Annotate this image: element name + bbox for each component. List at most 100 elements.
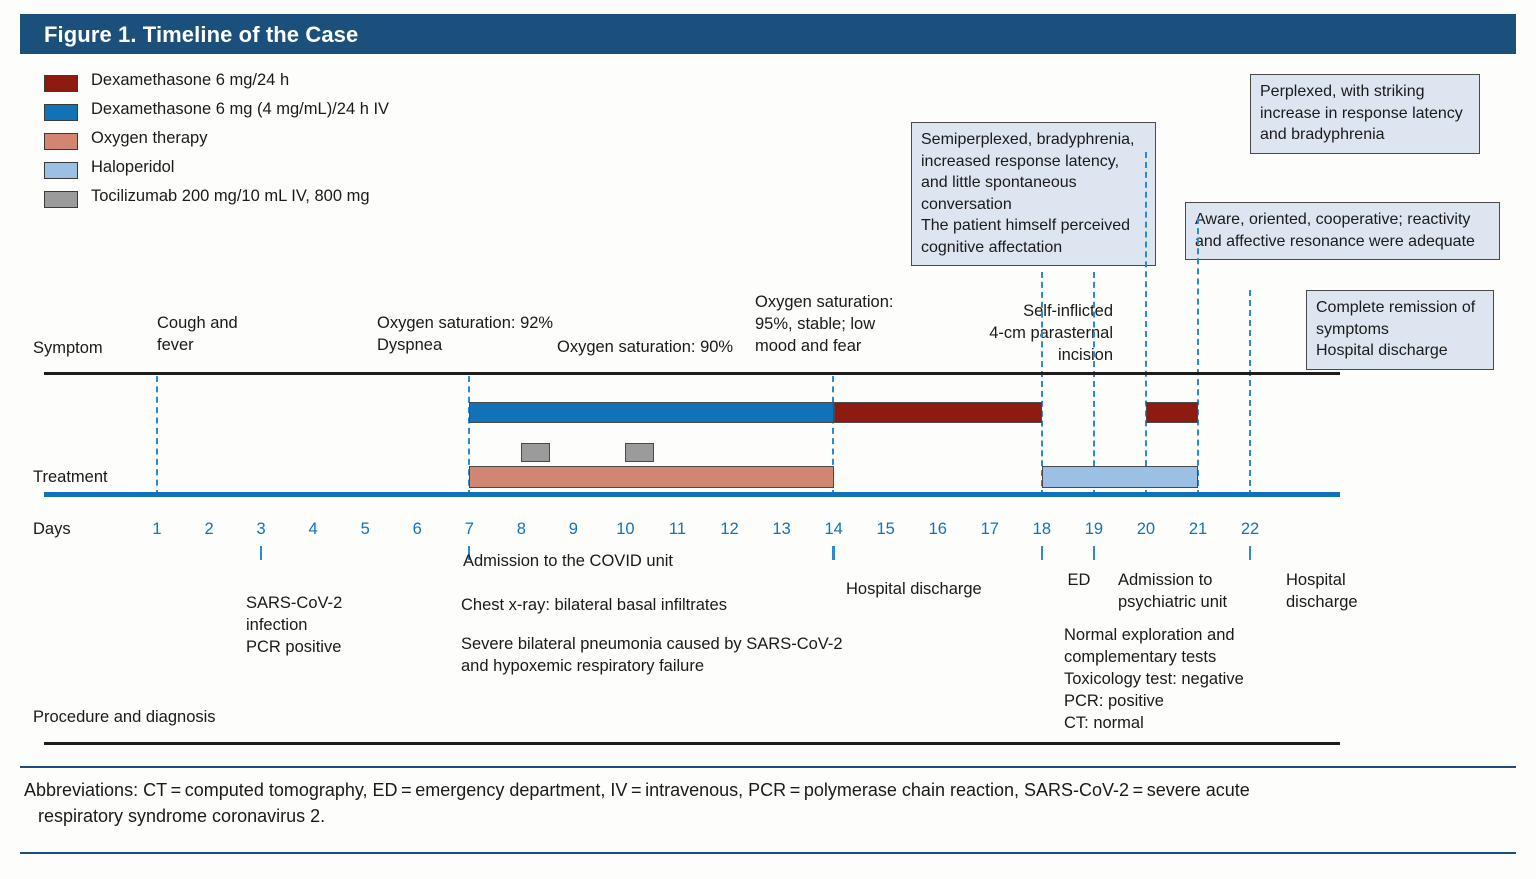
proc-chest-xray-line-1: Chest x-ray: bilateral basal infiltrates [461, 596, 727, 614]
symptom-label-day-14-line-1: Oxygen saturation: [755, 293, 894, 311]
proc-hospital-discharge-2: Hospital discharge [1286, 569, 1416, 613]
day-label-2: 2 [204, 520, 214, 538]
day-label-12: 12 [720, 520, 739, 538]
bar-oxygen-therapy [469, 466, 834, 488]
day-label-10: 10 [616, 520, 635, 538]
footnote: Abbreviations: CT = computed tomography,… [24, 777, 1504, 829]
footnote-line-1: Abbreviations: CT = computed tomography,… [24, 780, 1250, 800]
symptom-label-day-1: Cough and fever [157, 312, 307, 356]
page-title: Figure 1. Timeline of the Case [44, 22, 359, 47]
legend-label-dexamethasone-iv: Dexamethasone 6 mg (4 mg/mL)/24 h IV [91, 100, 390, 118]
bar-tocilizumab-2 [625, 443, 655, 462]
day-label-4: 4 [308, 520, 318, 538]
note-aware-oriented: Aware, oriented, cooperative; reactivity… [1185, 202, 1500, 260]
day-label-22: 22 [1240, 520, 1260, 538]
footer-divider-top [20, 766, 1516, 768]
day-tick-19 [1092, 546, 1096, 560]
note-semiperplexed-line-2: increased response latency, [921, 152, 1120, 170]
bar-haloperidol [1041, 466, 1198, 488]
proc-pneumonia-line-1: Severe bilateral pneumonia caused by SAR… [461, 635, 843, 653]
bar-dexamethasone-oral-1 [833, 402, 1042, 423]
bar-tocilizumab-1 [521, 443, 550, 462]
proc-tests: Normal exploration and complementary test… [1064, 624, 1314, 734]
symptom-label-day-1-line-1: Cough and [157, 314, 238, 332]
day-label-5: 5 [360, 520, 370, 538]
dashed-line-day-20 [1144, 152, 1147, 496]
day-label-1: 1 [152, 520, 162, 538]
footer-divider-bottom [20, 852, 1516, 854]
proc-hospital-discharge-1: Hospital discharge [846, 578, 1066, 600]
day-tick-22 [1248, 546, 1252, 560]
note-semiperplexed: Semiperplexed, bradyphrenia, increased re… [911, 122, 1156, 266]
legend-swatch-tocilizumab [44, 191, 78, 208]
day-label-6: 6 [412, 520, 422, 538]
proc-ed: ED [1046, 569, 1112, 591]
day-tick-7 [468, 546, 471, 560]
note-semiperplexed-line-5: The patient himself perceived [921, 217, 1130, 234]
proc-hospital-discharge-2-line-1: Hospital [1286, 571, 1346, 589]
symptom-label-day-11: Oxygen saturation: 90% [557, 336, 747, 358]
bar-dexamethasone-oral-2 [1145, 402, 1198, 423]
note-perplexed-line-3: and bradyphrenia [1260, 126, 1385, 143]
day-tick-18 [1040, 546, 1044, 560]
note-complete-remission-line-3: Hospital discharge [1316, 342, 1448, 359]
day-label-3: 3 [256, 520, 266, 538]
proc-admission-covid: Admission to the COVID unit [463, 550, 863, 572]
day-label-19: 19 [1084, 520, 1104, 538]
proc-ed-line-1: ED [1067, 571, 1091, 589]
legend-label-dexamethasone-oral: Dexamethasone 6 mg/24 h [91, 71, 290, 89]
note-perplexed-line-2: increase in response latency [1260, 104, 1463, 122]
day-label-8: 8 [516, 520, 526, 538]
day-tick-3 [259, 546, 263, 560]
dashed-line-day-22 [1248, 290, 1251, 496]
row-label-days: Days [33, 520, 71, 538]
legend-label-haloperidol: Haloperidol [91, 158, 175, 176]
legend-label-tocilizumab: Tocilizumab 200 mg/10 mL IV, 800 mg [91, 187, 370, 205]
legend-swatch-oxygen-therapy [44, 133, 78, 150]
proc-chest-xray: Chest x-ray: bilateral basal infiltrates [461, 594, 891, 616]
note-perplexed-line-1: Perplexed, with striking [1260, 83, 1425, 100]
dashed-line-day-1 [155, 376, 158, 496]
procedure-axis-line [44, 742, 1340, 746]
note-aware-oriented-line-2: and affective resonance were adequate [1195, 232, 1475, 250]
day-label-13: 13 [772, 520, 791, 538]
legend-swatch-haloperidol [44, 162, 78, 179]
day-label-16: 16 [928, 520, 947, 538]
proc-tests-line-5: CT: normal [1064, 714, 1144, 732]
row-label-symptom: Symptom [33, 339, 103, 357]
proc-admission-psych-line-2: psychiatric unit [1118, 593, 1228, 611]
symptom-label-day-7-line-2: Dyspnea [377, 336, 443, 354]
proc-hospital-discharge-1-line-1: Hospital discharge [846, 580, 982, 598]
proc-tests-line-4: PCR: positive [1064, 692, 1164, 710]
symptom-label-day-18-line-3: incision [1057, 346, 1113, 364]
proc-tests-line-1: Normal exploration and [1064, 626, 1235, 644]
row-label-procedure: Procedure and diagnosis [33, 708, 216, 726]
proc-sars-cov-2-line-3: PCR positive [246, 638, 342, 656]
note-semiperplexed-line-1: Semiperplexed, bradyphrenia, [921, 131, 1135, 148]
legend-label-oxygen-therapy: Oxygen therapy [91, 129, 208, 147]
note-semiperplexed-line-6: cognitive affectation [921, 238, 1063, 256]
day-label-9: 9 [568, 520, 578, 538]
figure-header-bar: Figure 1. Timeline of the Case [20, 14, 1516, 54]
symptom-label-day-14-line-2: 95%, stable; low [755, 315, 876, 333]
symptom-label-day-7: Oxygen saturation: 92%Dyspnea [377, 312, 607, 356]
symptom-label-day-11-line-1: Oxygen saturation: 90% [557, 338, 734, 356]
proc-pneumonia: Severe bilateral pneumonia caused by SAR… [461, 633, 961, 677]
note-perplexed: Perplexed, with striking increase in resp… [1250, 74, 1480, 154]
day-label-11: 11 [668, 520, 687, 538]
day-label-7: 7 [464, 520, 474, 538]
day-label-20: 20 [1136, 520, 1156, 538]
day-label-17: 17 [980, 520, 999, 538]
proc-hospital-discharge-2-line-2: discharge [1286, 593, 1358, 611]
symptom-label-day-1-line-2: fever [157, 336, 194, 354]
dashed-line-day-18 [1040, 272, 1043, 496]
day-label-18: 18 [1032, 520, 1052, 538]
row-label-treatment: Treatment [33, 468, 108, 486]
symptom-axis-line [44, 372, 1340, 376]
dashed-line-day-14 [832, 376, 835, 496]
proc-tests-line-2: complementary tests [1064, 648, 1217, 666]
note-semiperplexed-line-3: and little spontaneous [921, 174, 1077, 191]
